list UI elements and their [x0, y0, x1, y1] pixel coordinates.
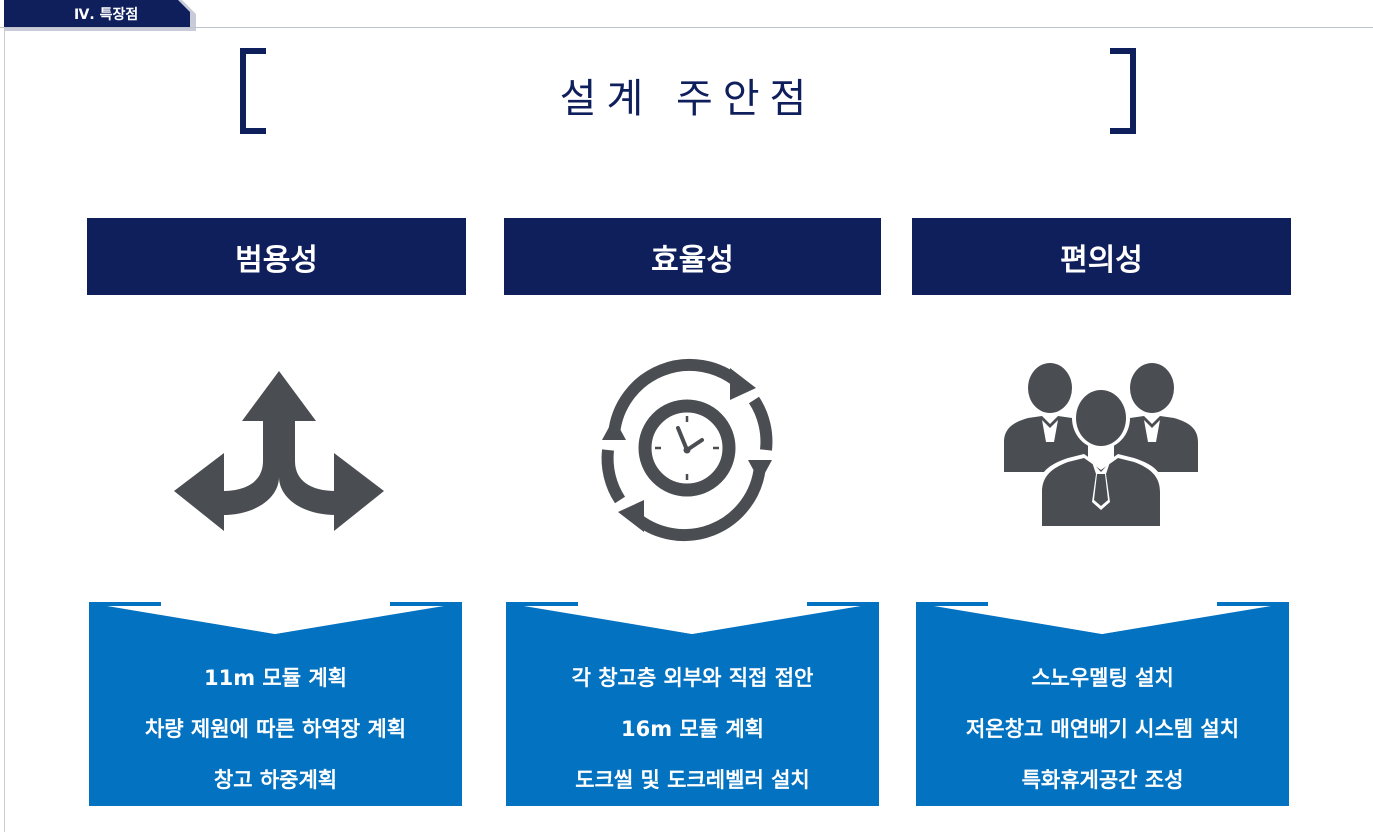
notch-shape — [89, 602, 462, 634]
list-item: 도크씰 및 도크레벨러 설치 — [575, 768, 810, 792]
column-header: 범용성 — [87, 218, 466, 295]
people-group-icon — [1004, 363, 1198, 526]
list-item: 창고 하중계획 — [213, 768, 338, 792]
list-item: 특화휴게공간 조성 — [1021, 768, 1184, 792]
list-item: 차량 제원에 따른 하역장 계획 — [144, 717, 407, 741]
three-way-arrows-icon — [174, 371, 384, 531]
detail-box: 각 창고층 외부와 직접 접안 16m 모듈 계획 도크씰 및 도크레벨러 설치 — [506, 602, 879, 806]
detail-list: 스노우멜팅 설치 저온창고 매연배기 시스템 설치 특화휴게공간 조성 — [916, 658, 1289, 811]
notch-shape — [506, 602, 879, 634]
left-bracket — [240, 48, 266, 134]
clock-cycle-icon — [601, 358, 773, 542]
column-header: 효율성 — [504, 218, 881, 295]
page-title: 설계 주안점 — [559, 76, 817, 122]
list-item: 스노우멜팅 설치 — [1031, 666, 1174, 690]
detail-list: 11m 모듈 계획 차량 제원에 따른 하역장 계획 창고 하중계획 — [89, 658, 462, 811]
list-item: 저온창고 매연배기 시스템 설치 — [965, 717, 1240, 741]
top-divider — [0, 27, 1373, 28]
list-item: 각 창고층 외부와 직접 접안 — [571, 666, 814, 690]
detail-box: 11m 모듈 계획 차량 제원에 따른 하역장 계획 창고 하중계획 — [89, 602, 462, 806]
column-header: 편의성 — [912, 218, 1291, 295]
section-tab-label: Ⅳ. 특장점 — [74, 7, 139, 23]
left-divider — [4, 27, 5, 832]
right-bracket — [1110, 48, 1136, 134]
notch-shape — [916, 602, 1289, 634]
title-area: 설계 주안점 — [240, 48, 1136, 134]
section-tab: Ⅳ. 특장점 — [0, 0, 196, 31]
detail-box: 스노우멜팅 설치 저온창고 매연배기 시스템 설치 특화휴게공간 조성 — [916, 602, 1289, 806]
detail-list: 각 창고층 외부와 직접 접안 16m 모듈 계획 도크씰 및 도크레벨러 설치 — [506, 658, 879, 811]
section-tab-shape — [4, 0, 196, 31]
list-item: 11m 모듈 계획 — [203, 666, 347, 690]
list-item: 16m 모듈 계획 — [620, 717, 764, 741]
